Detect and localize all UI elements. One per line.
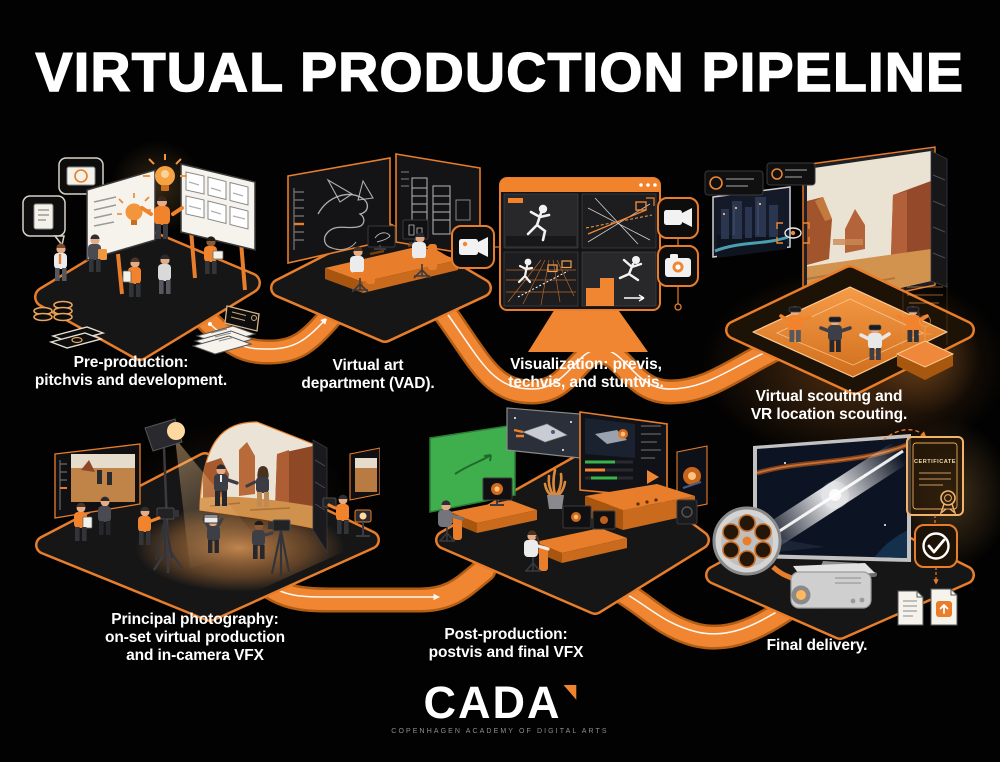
stage-label-pre-production: Pre-production: pitchvis and development… — [34, 354, 228, 390]
stage-label-final-delivery: Final delivery. — [766, 637, 868, 654]
preproduction-people — [54, 196, 224, 297]
viz-connector-line — [674, 286, 682, 311]
camera-icon-right — [657, 238, 699, 287]
delivery-documents — [897, 567, 958, 626]
city-preview-screen — [712, 186, 791, 258]
scene-visualization — [448, 168, 703, 353]
viz-panel-previs — [503, 193, 579, 249]
coins-icon — [33, 300, 73, 322]
viz-panel-techvis — [581, 193, 657, 249]
money-icon — [48, 326, 106, 349]
whiteboard-storyboard — [180, 163, 256, 291]
viz-window-stand — [528, 304, 648, 352]
viz-panel-gridwalk — [503, 251, 579, 307]
stage-label-post-production: Post-production: postvis and final VFX — [428, 626, 584, 662]
vr-scouts — [779, 306, 929, 360]
cada-logo-triangle — [563, 685, 577, 700]
film-reel-icon — [712, 506, 802, 585]
chat-bubble-money-icon — [58, 157, 104, 195]
file-upload-icon — [930, 588, 958, 626]
hologram-pedestal — [895, 283, 955, 380]
scene-principal-photography — [25, 398, 380, 626]
scene-virtual-scouting — [695, 135, 990, 415]
chat-bubble-document-icon — [22, 195, 66, 247]
edit-monitor-large — [579, 411, 668, 510]
footer-tagline: COPENHAGEN ACADEMY OF DIGITAL ARTS — [391, 728, 609, 735]
set-light-small — [354, 509, 372, 537]
stage-label-virtual-scouting: Virtual scouting and VR location scoutin… — [750, 388, 908, 424]
footer-logo: CADA COPENHAGEN ACADEMY OF DIGITAL ARTS — [391, 680, 608, 735]
certificate-title: CERTIFICATE — [914, 459, 956, 465]
lightbulb-icon — [143, 154, 187, 191]
side-monitor-right — [349, 447, 380, 501]
camera-operators — [74, 494, 349, 576]
poster-title: VIRTUAL PRODUCTION PIPELINE — [35, 40, 965, 104]
delivery-notes-icon — [897, 590, 924, 626]
stage-label-virtual-art-department: Virtual art department (VAD). — [301, 357, 435, 393]
scene-final-delivery: CERTIFICATE — [695, 415, 995, 650]
edit-desk-2 — [524, 505, 627, 572]
desk-monitor-dragon — [367, 225, 396, 250]
viz-panel-stuntvis — [581, 251, 657, 307]
cada-wordmark: CADA — [423, 677, 562, 728]
edit-desk-1 — [438, 477, 537, 542]
stage-label-principal-photography: Principal photography: on-set virtual pr… — [104, 611, 286, 665]
approval-check-icon — [914, 515, 958, 568]
viz-window — [499, 177, 661, 311]
whiteboard-idea — [86, 168, 156, 295]
scene-virtual-art-department — [270, 148, 495, 353]
scene-pre-production — [15, 130, 285, 365]
script-documents-icon — [191, 305, 260, 355]
projector — [790, 563, 875, 609]
vad-artists — [350, 232, 437, 293]
actors — [214, 464, 269, 507]
camcorder-icon-right — [657, 197, 699, 239]
scene-post-production — [395, 400, 710, 628]
eye-tracking-icon — [776, 222, 810, 244]
camcorder-icon-left — [451, 225, 500, 269]
scouting-ui-cards — [704, 162, 816, 196]
director-monitor — [54, 443, 141, 519]
plant — [543, 468, 567, 509]
stage-label-visualization: Visualization: previs, techvis, and stun… — [508, 356, 664, 392]
spaceship-preview-screen — [506, 407, 581, 459]
